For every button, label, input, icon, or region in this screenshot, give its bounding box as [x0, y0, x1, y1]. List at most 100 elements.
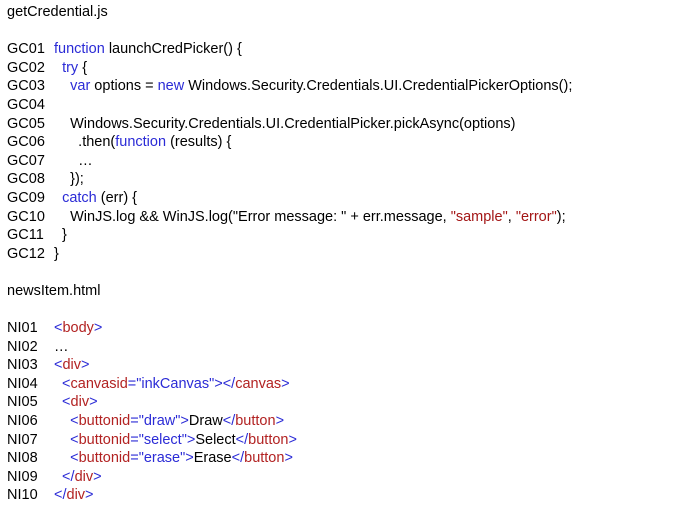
code-token: ></ [214, 375, 236, 392]
code-line: GC03 var options = new Windows.Security.… [7, 77, 692, 96]
code-token: div [66, 487, 86, 504]
line-number: GC03 [7, 78, 45, 95]
code-token: "error" [515, 208, 557, 225]
code-token: WinJS.log && WinJS.log( [54, 208, 233, 225]
code-line: NI03<div> [7, 356, 692, 375]
code-line: NI07 <buttonid="select">Select</button> [7, 431, 692, 450]
spacer [7, 301, 692, 320]
code-token: div [70, 394, 90, 411]
line-number: GC07 [7, 152, 45, 169]
line-number: GC10 [7, 208, 45, 225]
line-number: GC04 [7, 96, 45, 113]
code-token: .then( [54, 134, 116, 151]
code-token: + err.message, [346, 208, 451, 225]
code-token: options = [90, 78, 158, 95]
code-token [54, 190, 62, 206]
code-line: GC06 .then(function (results) { [7, 133, 692, 152]
line-number: NI01 [7, 320, 38, 337]
code-token: < [54, 394, 71, 411]
code-token: } [54, 227, 67, 244]
code-token: > [284, 450, 293, 467]
line-number: NI05 [7, 394, 38, 411]
code-token: < [54, 320, 63, 337]
code-token: div [74, 468, 94, 485]
line-number: NI04 [7, 375, 38, 392]
code-token: > [85, 487, 94, 504]
code-token: id [118, 431, 131, 448]
code-token: "Error message: " [232, 208, 347, 225]
line-number: NI09 [7, 468, 38, 485]
code-line: GC05 Windows.Security.Credentials.UI.Cre… [7, 115, 692, 134]
code-line: GC08 }); [7, 170, 692, 189]
code-token: (results) { [166, 134, 232, 151]
code-token: > [89, 394, 98, 411]
code-line: GC07 … [7, 152, 692, 171]
code-token: canvas [235, 375, 282, 392]
code-token: > [180, 413, 189, 430]
code-token: = [130, 450, 139, 467]
code-token: id [118, 450, 131, 467]
code-token: </ [235, 431, 249, 448]
file-title-newsitem: newsItem.html [7, 282, 101, 299]
code-token: > [288, 431, 297, 448]
code-token: canvas [70, 375, 117, 392]
line-number: GC06 [7, 134, 45, 151]
code-line: NI08 <buttonid="erase">Erase</button> [7, 449, 692, 468]
code-token: … [54, 338, 69, 355]
code-token: var [70, 78, 91, 95]
line-number: GC09 [7, 189, 45, 206]
line-number: GC01 [7, 41, 45, 58]
code-token: < [54, 450, 79, 467]
code-token: }); [54, 171, 84, 188]
code-token: </ [54, 468, 75, 485]
code-token: function [54, 41, 105, 58]
code-block-newsitem: NI01<body>NI02…NI03<div>NI04 <canvasid="… [7, 319, 692, 505]
code-token: "inkCanvas" [136, 375, 215, 392]
code-line: GC04 [7, 96, 692, 115]
code-token [54, 60, 62, 76]
code-token: (err) { [96, 189, 138, 206]
code-token: try [62, 59, 79, 76]
code-line: GC02 try { [7, 59, 692, 78]
code-line: NI09 </div> [7, 468, 692, 487]
code-line: GC11 } [7, 226, 692, 245]
code-token: function [115, 134, 167, 151]
code-token: = [127, 375, 137, 392]
code-token: button [244, 450, 285, 467]
code-token: catch [62, 189, 97, 206]
code-token: > [81, 357, 90, 374]
line-number: NI03 [7, 357, 38, 374]
code-token: Windows.Security.Credentials.UI.Credenti… [54, 115, 516, 132]
line-number: GC02 [7, 59, 45, 76]
code-token: button [235, 413, 276, 430]
code-token: = [130, 431, 139, 448]
code-token: > [281, 375, 290, 392]
code-token: < [54, 431, 79, 448]
code-token: new [157, 78, 185, 95]
spacer [7, 22, 692, 41]
spacer [7, 263, 692, 282]
code-token: button [248, 431, 289, 448]
line-number: NI08 [7, 450, 38, 467]
code-token: body [62, 320, 94, 337]
code-line: NI05 <div> [7, 393, 692, 412]
code-token: id [116, 375, 128, 392]
code-token: … [54, 152, 93, 169]
line-number: NI06 [7, 413, 38, 430]
code-line: NI10</div> [7, 486, 692, 505]
line-number: NI07 [7, 431, 38, 448]
line-number: NI02 [7, 338, 38, 355]
line-number: GC11 [7, 227, 44, 244]
file-title-getcredential: getCredential.js [7, 4, 108, 20]
code-line: GC12} [7, 245, 692, 264]
code-token: "erase" [138, 450, 186, 467]
code-token: button [78, 413, 119, 430]
code-token: Draw [188, 413, 223, 430]
code-token: Windows.Security.Credentials.UI.Credenti… [184, 78, 573, 95]
code-token: button [78, 431, 119, 448]
code-token: "draw" [138, 413, 181, 430]
code-token: > [93, 468, 102, 485]
